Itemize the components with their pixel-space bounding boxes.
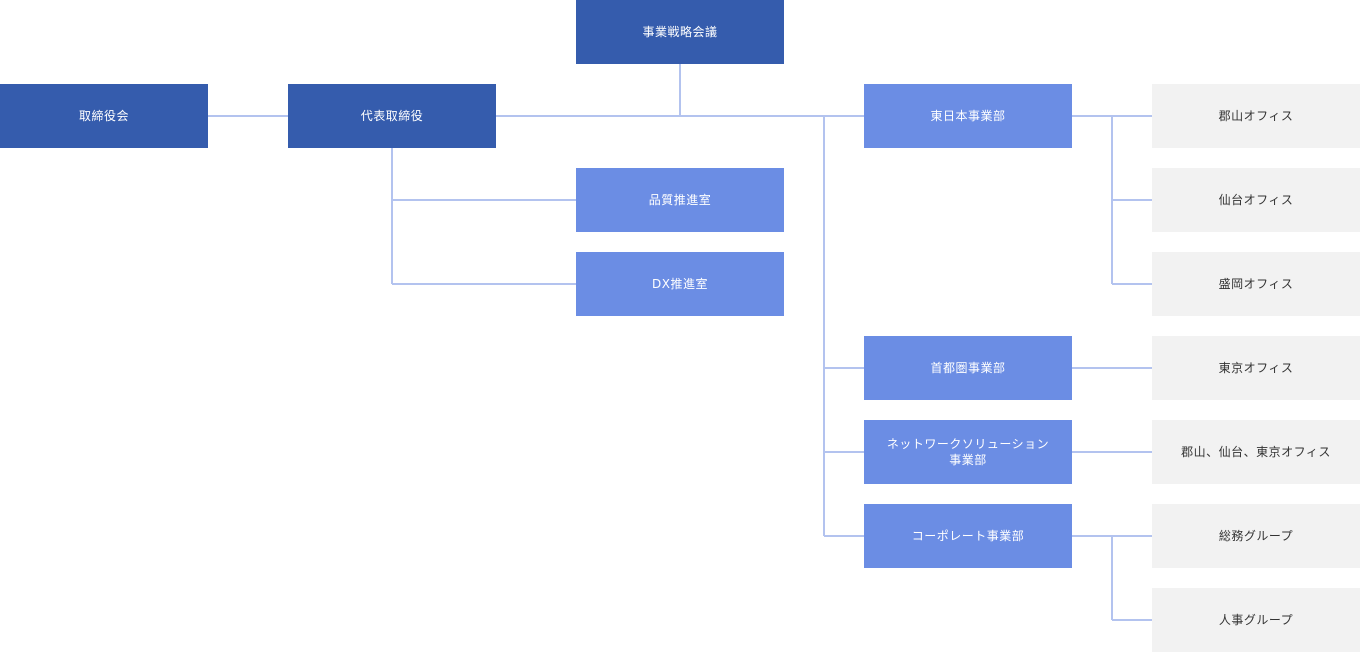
network-division-box: ネットワークソリューション 事業部: [864, 420, 1072, 484]
corporate-division-box: コーポレート事業部: [864, 504, 1072, 568]
hr-group-box: 人事グループ: [1152, 588, 1360, 652]
strategy-meeting-box: 事業戦略会議: [576, 0, 784, 64]
president-box: 代表取締役: [288, 84, 496, 148]
east-japan-division-box: 東日本事業部: [864, 84, 1072, 148]
board-box: 取締役会: [0, 84, 208, 148]
network-offices-box: 郡山、仙台、東京オフィス: [1152, 420, 1360, 484]
sendai-office-box: 仙台オフィス: [1152, 168, 1360, 232]
metro-division-box: 首都圏事業部: [864, 336, 1072, 400]
dx-office-box: DX推進室: [576, 252, 784, 316]
morioka-office-box: 盛岡オフィス: [1152, 252, 1360, 316]
quality-office-box: 品質推進室: [576, 168, 784, 232]
tokyo-office-box: 東京オフィス: [1152, 336, 1360, 400]
general-affairs-group-box: 総務グループ: [1152, 504, 1360, 568]
koriyama-office-box: 郡山オフィス: [1152, 84, 1360, 148]
